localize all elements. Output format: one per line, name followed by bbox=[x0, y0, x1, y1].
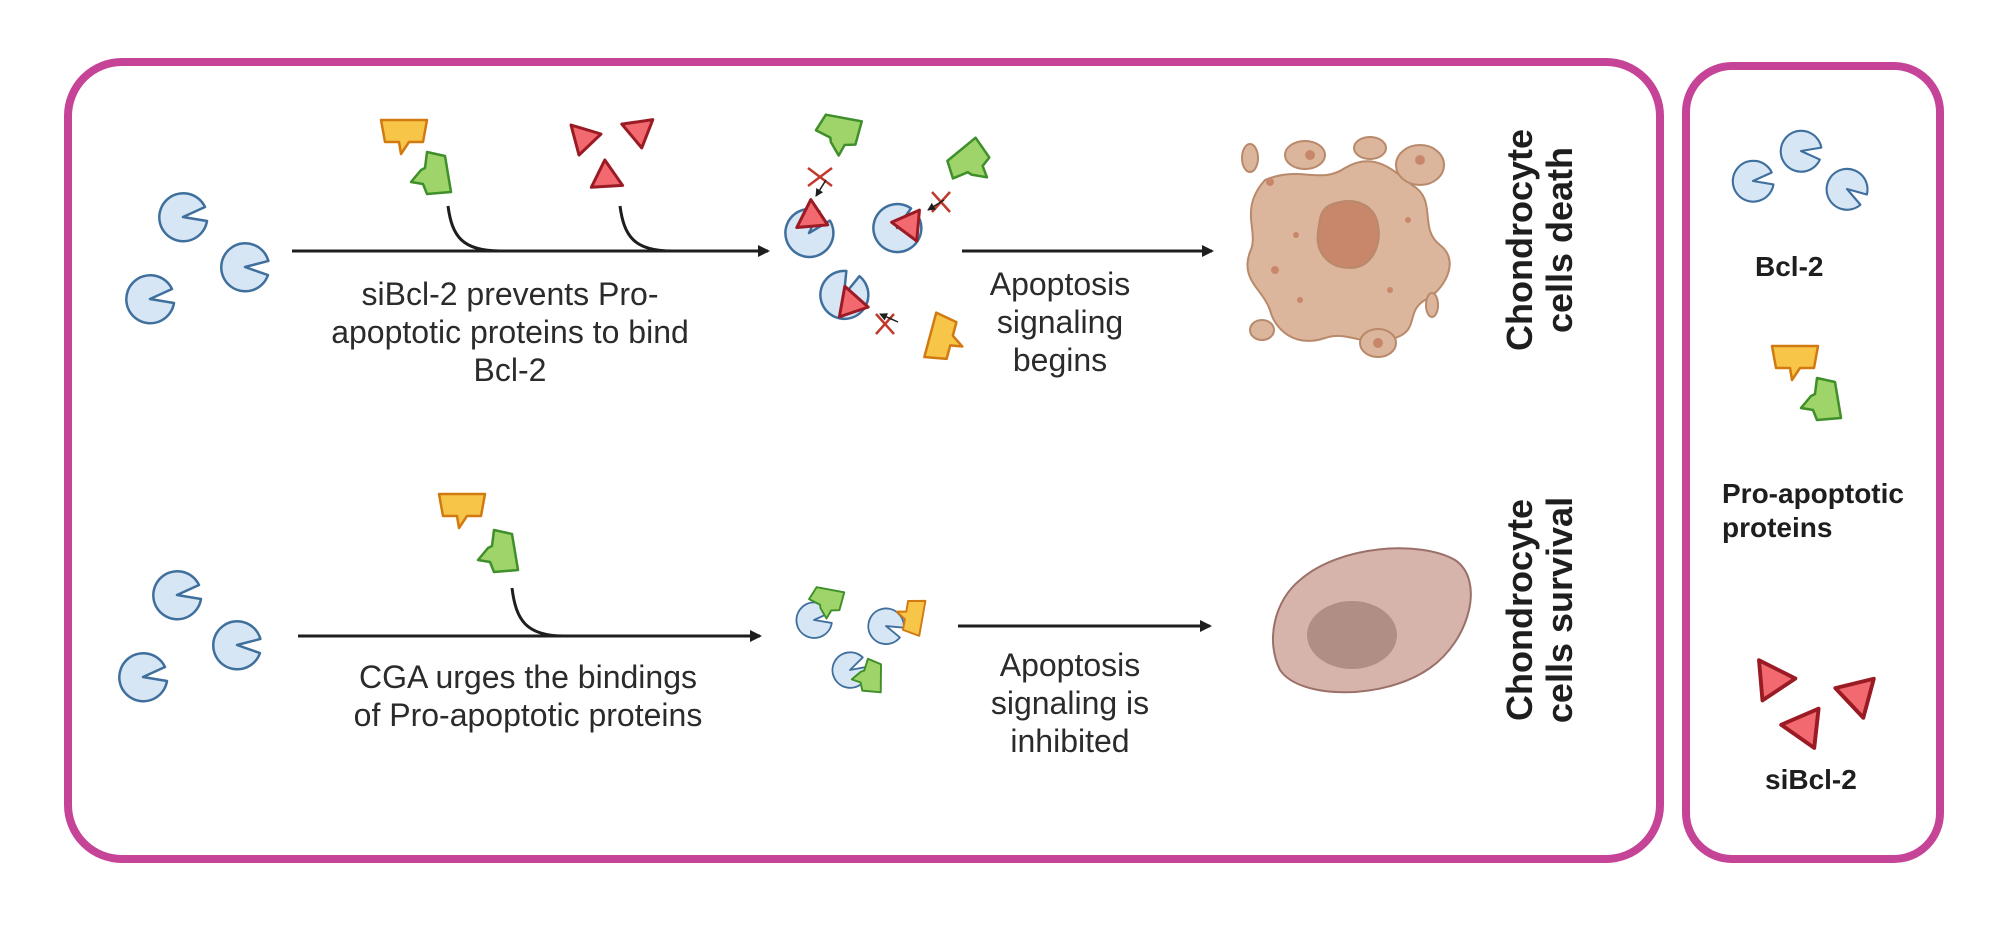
sibcl2-triangle-icon bbox=[569, 123, 603, 157]
caption-line: Bcl-2 bbox=[473, 352, 547, 388]
caption-line: Apoptosis bbox=[999, 647, 1141, 683]
bcl2-protein-icon bbox=[1731, 159, 1775, 203]
outcome-line: Chondrocyte bbox=[1499, 499, 1540, 722]
sibcl2-triangle-icon bbox=[1827, 662, 1885, 720]
bottom-arrow-1 bbox=[298, 587, 762, 642]
caption-line: signaling is bbox=[990, 685, 1150, 721]
top-step2-caption: Apoptosis signaling begins bbox=[960, 265, 1160, 379]
caption-line: begins bbox=[1012, 342, 1108, 378]
legend-sibcl2-icons bbox=[1750, 658, 1885, 757]
legend-line: Pro-apoptotic bbox=[1722, 478, 1904, 509]
bcl2-protein-icon bbox=[1775, 125, 1828, 178]
caption-line: Apoptosis bbox=[989, 266, 1131, 302]
legend-sibcl2-label: siBcl-2 bbox=[1765, 764, 1857, 795]
legend-pro-apoptotic-icons bbox=[1770, 344, 1843, 422]
surviving-chondrocyte-cell bbox=[1272, 547, 1472, 694]
legend-bcl2-label: Bcl-2 bbox=[1755, 251, 1824, 282]
top-arrow-1 bbox=[292, 205, 770, 257]
bcl2-protein-icon bbox=[208, 616, 267, 675]
outcome-line: cells survival bbox=[1539, 496, 1580, 724]
top-bcl2-group bbox=[125, 191, 275, 325]
bcl2-protein-icon bbox=[118, 651, 169, 703]
bcl2-protein-icon bbox=[152, 569, 203, 621]
bottom-step2-caption: Apoptosis signaling is inhibited bbox=[970, 646, 1170, 760]
bottom-outcome-label: Chondrocyte cells survival bbox=[1499, 440, 1580, 780]
caption-line: apoptotic proteins to bind bbox=[331, 314, 689, 350]
pro-apoptotic-green-icon bbox=[409, 150, 453, 196]
caption-line: CGA urges the bindings bbox=[359, 659, 697, 695]
outcome-line: cells death bbox=[1539, 146, 1580, 334]
dying-chondrocyte-cell bbox=[1241, 136, 1451, 358]
caption-line: signaling bbox=[996, 304, 1124, 340]
top-outcome-label: Chondrocyte cells death bbox=[1499, 100, 1580, 380]
sibcl2-triangle-icon bbox=[1750, 658, 1800, 708]
caption-line: siBcl-2 prevents Pro- bbox=[361, 276, 659, 312]
caption-line: of Pro-apoptotic proteins bbox=[353, 697, 703, 733]
legend-bcl2-icons bbox=[1731, 125, 1877, 220]
bcl2-protein-icon bbox=[158, 191, 209, 243]
pro-apoptotic-green-icon bbox=[939, 135, 999, 194]
bottom-step1-caption: CGA urges the bindings of Pro-apoptotic … bbox=[318, 658, 738, 734]
blocked-binding-x-icon bbox=[807, 167, 833, 187]
bcl2-protein-icon bbox=[1817, 159, 1877, 220]
bcl2-protein-icon bbox=[125, 273, 176, 325]
pro-apoptotic-green-icon bbox=[809, 106, 865, 161]
caption-line: inhibited bbox=[1010, 723, 1130, 759]
bottom-bcl2-group bbox=[118, 569, 267, 703]
top-step1-caption: siBcl-2 prevents Pro- apoptotic proteins… bbox=[330, 275, 690, 389]
sibcl2-triangle-icon bbox=[582, 155, 625, 198]
pro-apoptotic-yellow-icon bbox=[437, 492, 487, 530]
pro-apoptotic-yellow-icon bbox=[379, 118, 429, 156]
outcome-line: Chondrocyte bbox=[1499, 129, 1540, 352]
pro-apoptotic-yellow-icon bbox=[1770, 344, 1820, 382]
sibcl2-triangle-icon bbox=[1779, 697, 1839, 757]
top-bound-complexes bbox=[774, 106, 999, 368]
legend-pro-apoptotic-label: Pro-apoptotic proteins bbox=[1722, 477, 1904, 545]
blocked-binding-x-icon bbox=[875, 313, 895, 335]
pro-apoptotic-green-icon bbox=[476, 528, 520, 574]
sibcl2-triangle-icon bbox=[620, 109, 664, 153]
legend-line: proteins bbox=[1722, 512, 1833, 543]
bcl2-protein-icon bbox=[216, 238, 275, 297]
pro-apoptotic-green-icon bbox=[1799, 376, 1843, 422]
bottom-bound-complexes bbox=[795, 580, 927, 695]
